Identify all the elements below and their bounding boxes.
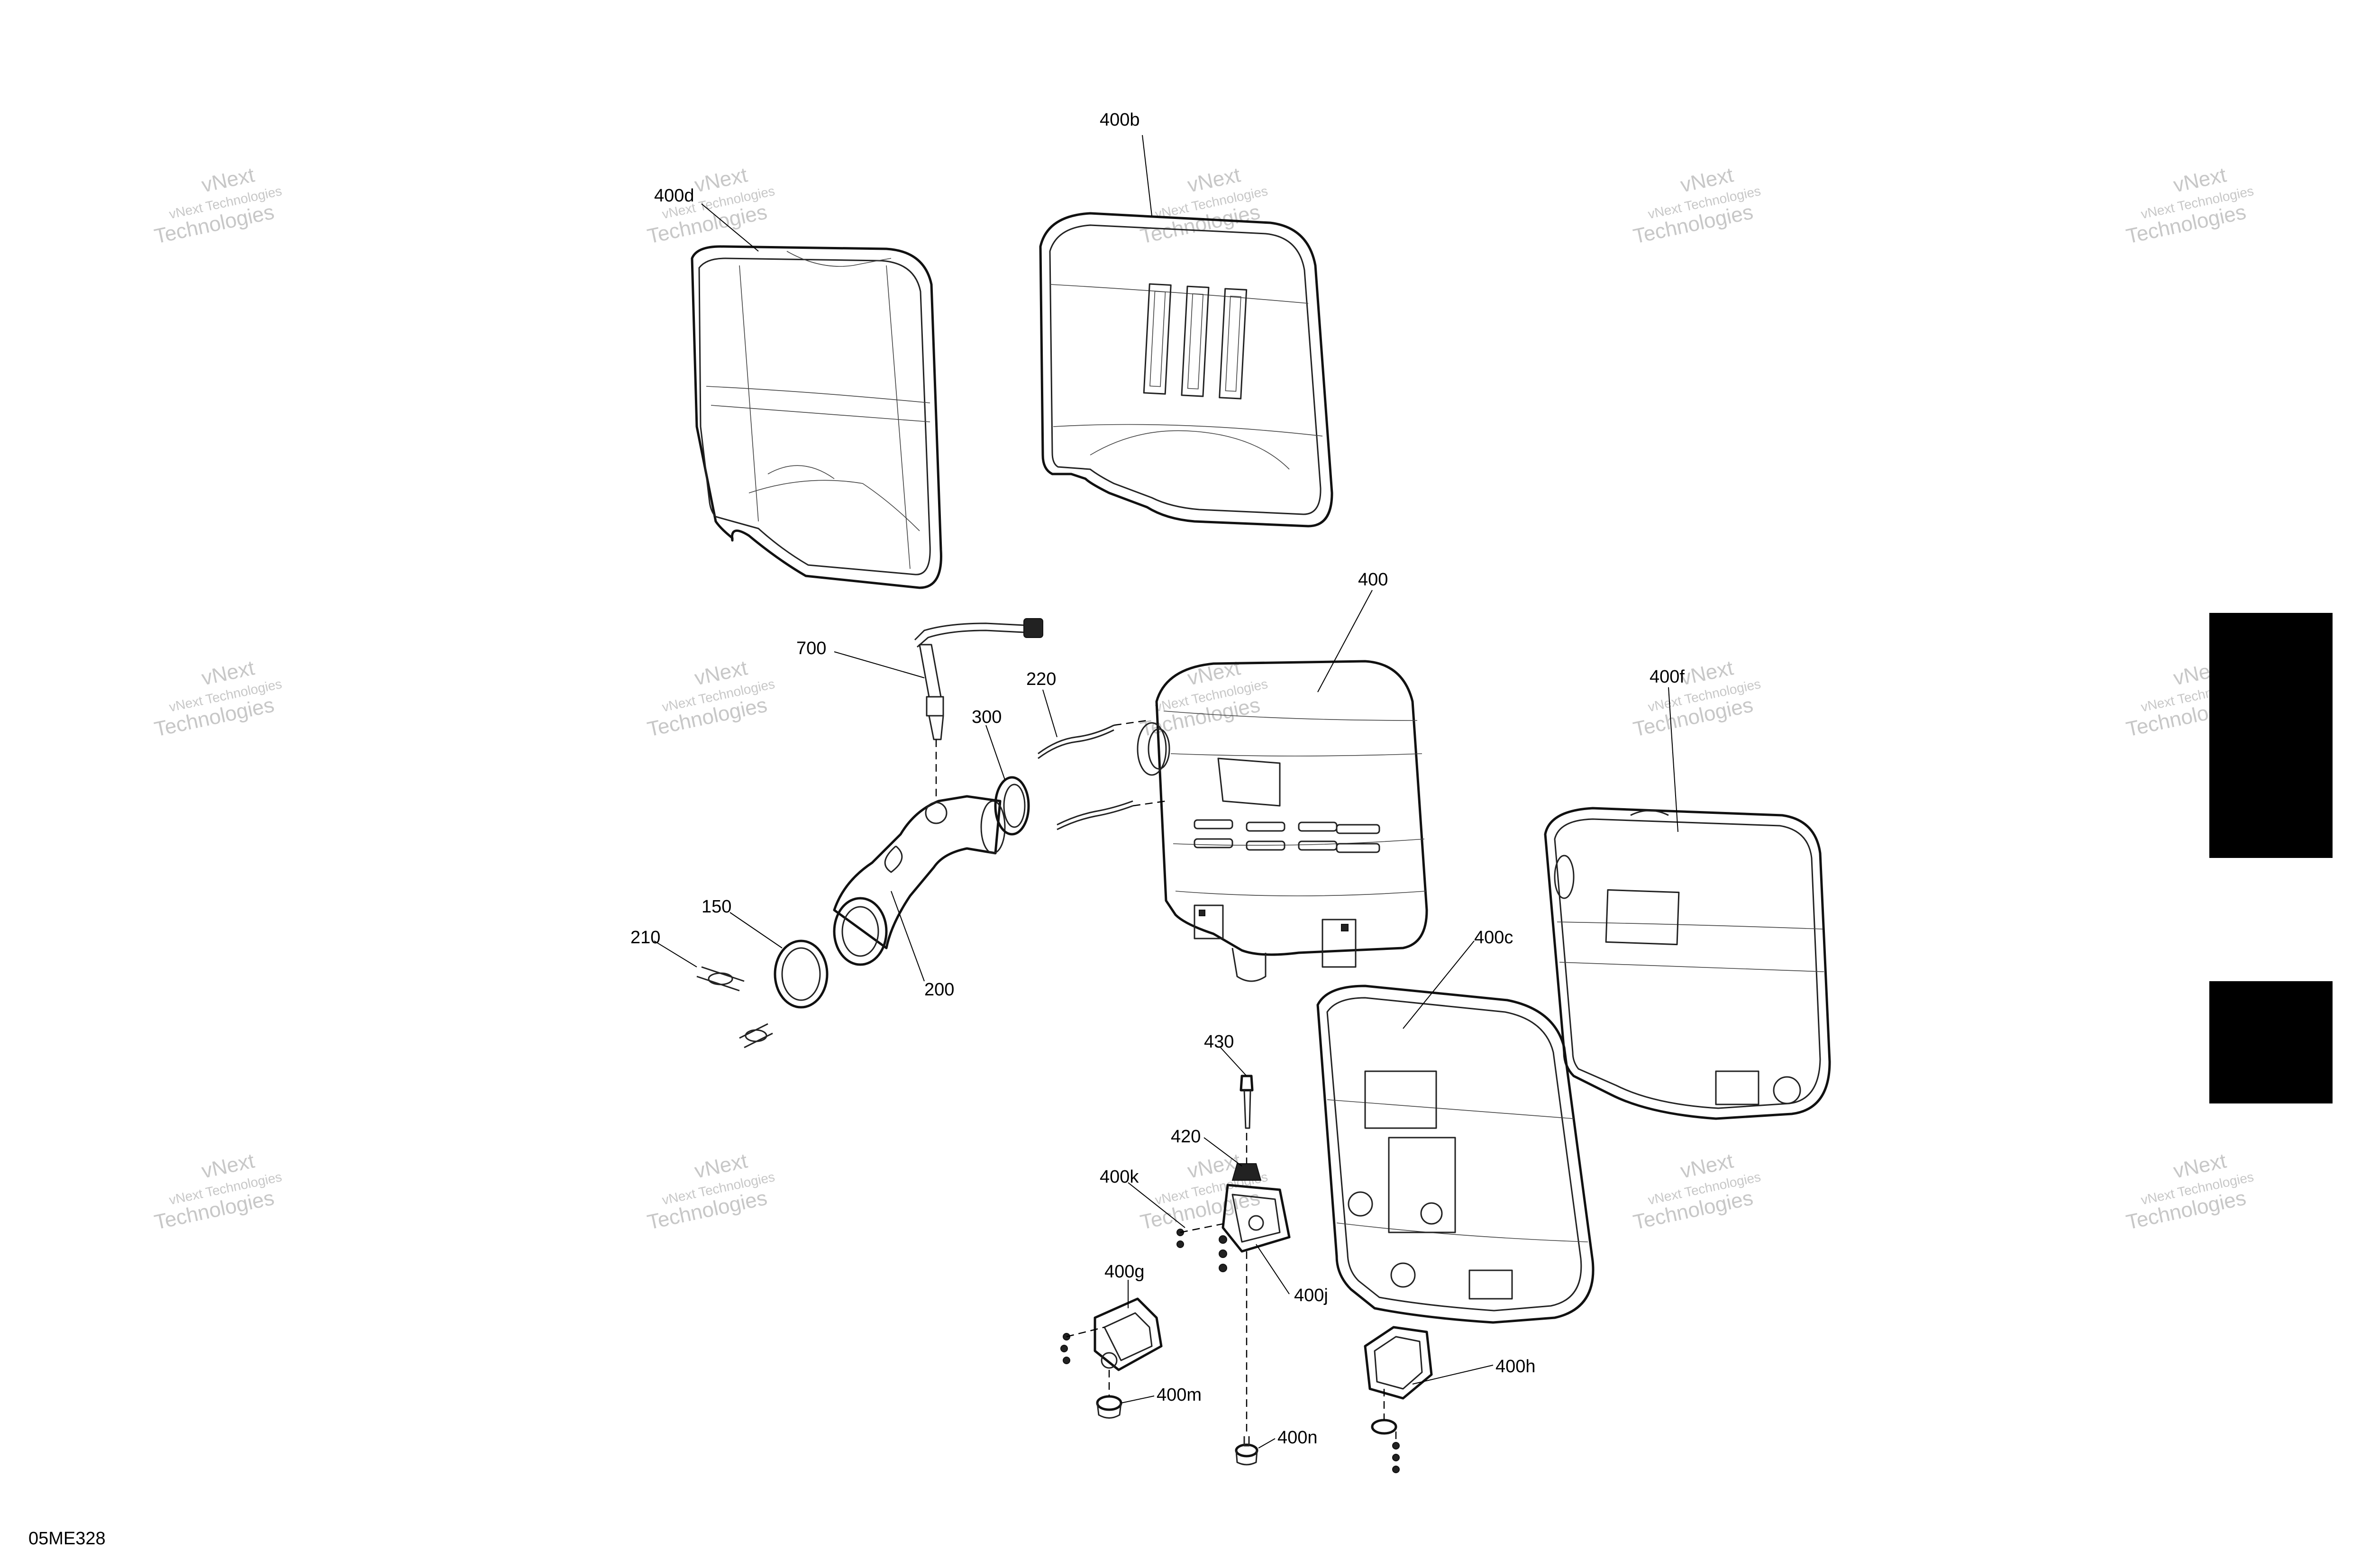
callout-400m: 400m <box>1157 1385 1202 1405</box>
part-400j-nuts <box>1176 1229 1227 1272</box>
leader-lines <box>654 135 1678 1449</box>
callout-700: 700 <box>796 638 826 658</box>
part-210-springs <box>696 966 773 1048</box>
section-tab-upper <box>2209 613 2333 858</box>
part-400d-heat-shield <box>691 245 942 589</box>
part-150-clamp <box>774 939 829 1009</box>
part-400k-bracket <box>1221 1184 1291 1253</box>
part-400g-bracket <box>1060 1297 1163 1371</box>
callout-400j: 400j <box>1294 1285 1328 1305</box>
part-400m-mount <box>1096 1395 1122 1419</box>
callout-labels: 400b 400d 400 700 220 300 400f 150 210 2… <box>630 110 1685 1448</box>
part-300-gasket <box>994 776 1030 836</box>
callout-400b: 400b <box>1100 110 1140 130</box>
callout-400c: 400c <box>1474 928 1513 948</box>
callout-420: 420 <box>1171 1127 1201 1147</box>
part-400-muffler <box>1137 660 1428 982</box>
callout-400f: 400f <box>1650 667 1685 687</box>
diagram-code: 05ME328 <box>28 1529 106 1549</box>
callout-210: 210 <box>630 928 660 948</box>
part-420-grommet <box>1231 1163 1262 1181</box>
callout-300: 300 <box>972 707 1002 727</box>
part-220-springs <box>1038 720 1167 830</box>
part-400b-heat-shield <box>1039 212 1333 528</box>
assembly-lines <box>935 739 1397 1443</box>
part-400c-heat-shield <box>1316 985 1595 1324</box>
callout-400k: 400k <box>1100 1167 1139 1187</box>
callout-150: 150 <box>702 897 731 917</box>
part-400h-bracket <box>1364 1326 1433 1473</box>
callout-400h: 400h <box>1495 1357 1536 1377</box>
part-400n-mount <box>1235 1436 1258 1466</box>
part-200-exhaust-pipe <box>833 795 1006 966</box>
callout-430: 430 <box>1204 1032 1234 1052</box>
section-tab-lower <box>2209 981 2333 1103</box>
callout-400n: 400n <box>1277 1428 1318 1448</box>
callout-400g: 400g <box>1104 1262 1145 1282</box>
part-400f-heat-shield <box>1544 807 1831 1120</box>
callout-200: 200 <box>924 980 954 1000</box>
part-430-bolt <box>1240 1075 1254 1129</box>
callout-400: 400 <box>1358 570 1388 590</box>
part-700-oxygen-sensor <box>914 618 1043 740</box>
callout-220: 220 <box>1026 669 1056 689</box>
callout-400d: 400d <box>654 186 694 206</box>
